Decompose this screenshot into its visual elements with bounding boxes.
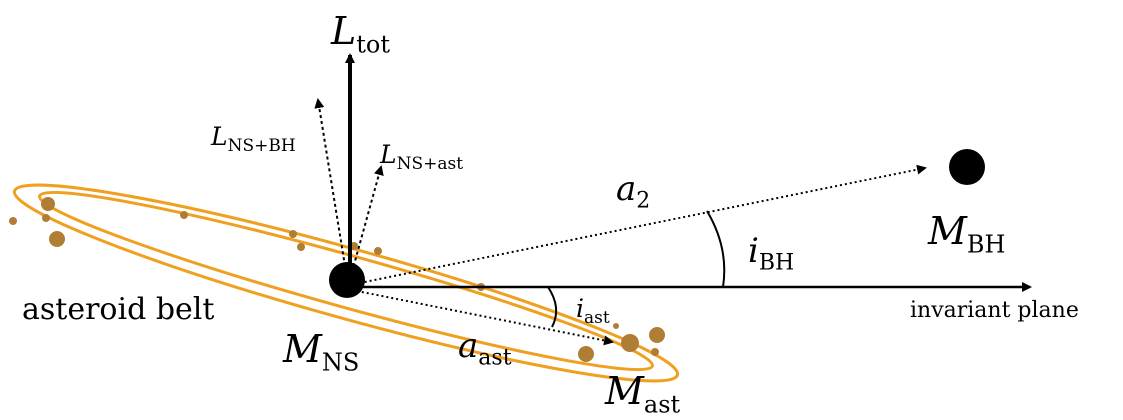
- i-ast-arc: [548, 287, 556, 327]
- asteroid: [49, 231, 65, 247]
- asteroid: [613, 323, 619, 329]
- asteroid: [180, 211, 188, 219]
- label-l-ns-bh: LNS+BH: [211, 124, 296, 149]
- label-asteroid-belt: asteroid belt: [22, 295, 214, 325]
- asteroid: [41, 197, 55, 211]
- label-m-bh: MBH: [928, 212, 1006, 250]
- asteroid: [374, 247, 382, 255]
- black-hole: [949, 149, 985, 185]
- asteroid: [578, 346, 594, 362]
- label-i-ast: iast: [576, 296, 610, 321]
- asteroid: [289, 230, 297, 238]
- label-i-bh: iBH: [748, 234, 794, 268]
- asteroid: [9, 217, 17, 225]
- label-a-ast: aast: [458, 329, 512, 363]
- neutron-star: [329, 262, 365, 298]
- label-a2: a2: [616, 172, 650, 206]
- label-m-ast: Mast: [605, 372, 680, 410]
- label-m-ns: MNS: [283, 330, 359, 368]
- asteroid: [649, 327, 665, 343]
- asteroid: [297, 243, 305, 251]
- label-invariant-plane: invariant plane: [910, 300, 1079, 322]
- asteroid: [42, 214, 50, 222]
- i-bh-arc: [707, 211, 724, 287]
- asteroid: [651, 348, 659, 356]
- asteroid: [621, 334, 639, 352]
- label-l-ns-ast: LNS+ast: [380, 142, 463, 167]
- label-l-tot: Ltot: [331, 12, 390, 50]
